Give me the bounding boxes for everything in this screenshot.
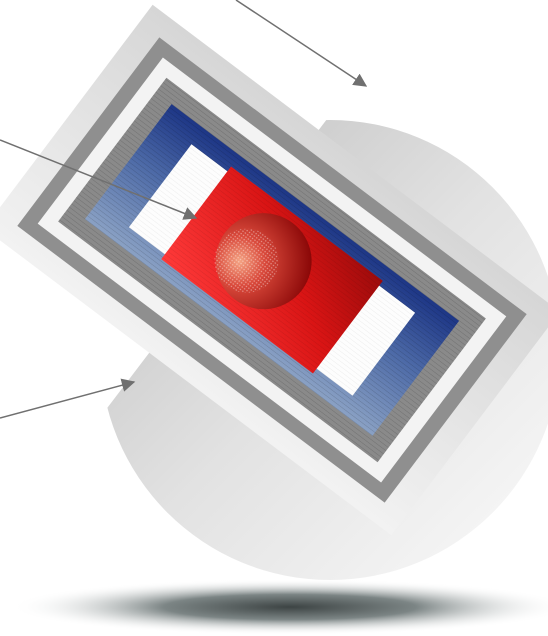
floor-shadow <box>10 579 548 635</box>
